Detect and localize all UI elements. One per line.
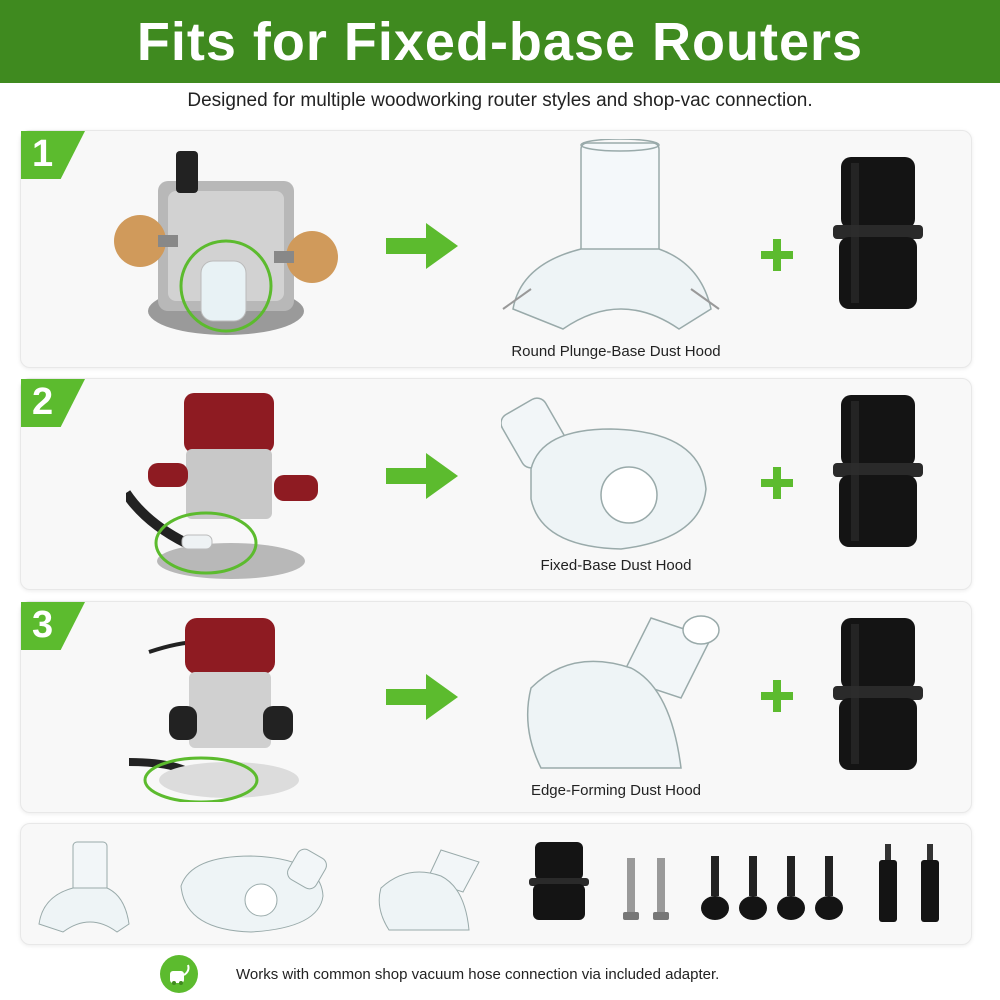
fixed-base-hood-image — [501, 397, 707, 550]
subtitle: Designed for multiple woodworking router… — [187, 90, 813, 111]
hose-adapter-image — [833, 395, 923, 547]
standoffs-part-image — [879, 844, 939, 922]
edge-hood-part-image — [378, 849, 480, 931]
row-panel-2: 2 Fixed-Base Dust Hood — [20, 378, 972, 590]
footer-text: Works with common shop vacuum hose conne… — [236, 965, 720, 983]
plus-icon — [761, 467, 793, 499]
hood-label: Edge-Forming Dust Hood — [530, 782, 702, 799]
hood-label: Fixed-Base Dust Hood — [540, 557, 692, 574]
row-panel-3: 3 Edge-Forming Dust Hood — [20, 601, 972, 813]
title-banner: Fits for Fixed-base Routers — [0, 0, 1000, 83]
arrow-right-icon — [386, 223, 458, 269]
hose-adapter-image — [833, 157, 923, 309]
plunge-router-image — [114, 151, 338, 335]
hood-label: Round Plunge-Base Dust Hood — [511, 343, 721, 360]
screws-part-image — [623, 858, 669, 920]
vacuum-icon — [160, 955, 198, 993]
plus-icon — [761, 239, 793, 271]
row-number-badge: 2 — [21, 379, 85, 427]
thumb-screws-part-image — [701, 856, 843, 920]
round-hood-part-image — [38, 841, 130, 933]
fixed-base-router-image — [126, 393, 318, 579]
page-title: Fits for Fixed-base Routers — [136, 11, 864, 72]
row-number-badge: 1 — [21, 131, 85, 179]
row-number-badge: 3 — [21, 602, 85, 650]
arrow-right-icon — [386, 453, 458, 499]
hose-adapter-image — [833, 618, 923, 770]
row-panel-1: 1 Round Plunge-Base Dust Hood — [20, 130, 972, 368]
edge-forming-router-image — [129, 618, 299, 802]
adapter-part-image — [529, 842, 589, 920]
included-parts-panel — [20, 823, 972, 945]
edge-forming-hood-image — [526, 615, 720, 769]
plus-icon — [761, 680, 793, 712]
footer-note: Works with common shop vacuum hose conne… — [160, 952, 980, 996]
round-plunge-base-hood-image — [502, 139, 720, 330]
arrow-right-icon — [386, 674, 458, 720]
fixed-hood-part-image — [180, 848, 327, 933]
